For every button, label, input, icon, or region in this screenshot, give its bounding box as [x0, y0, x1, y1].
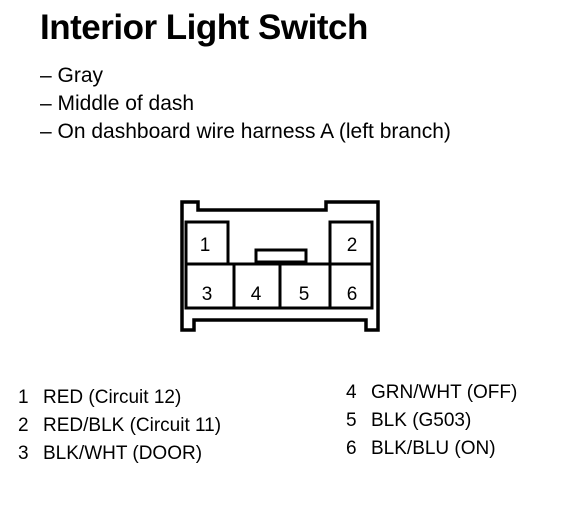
- note-location: – Middle of dash: [40, 92, 195, 115]
- pin-entry: 4 GRN/WHT (OFF): [346, 379, 517, 407]
- pin-wire: RED (Circuit 12): [43, 387, 182, 408]
- pin-label-3: 3: [202, 284, 213, 305]
- pin-list-right: 4 GRN/WHT (OFF) 5 BLK (G503) 6 BLK/BLU (ON): [346, 379, 517, 463]
- pin-number: 1: [18, 387, 29, 408]
- pin-label-6: 6: [347, 284, 358, 305]
- pin-entry: 2 RED/BLK (Circuit 11): [18, 412, 221, 440]
- note-harness: – On dashboard wire harness A (left bran…: [40, 120, 451, 143]
- pin-number: 4: [346, 382, 357, 403]
- pin-entry: 5 BLK (G503): [346, 407, 517, 435]
- pin-entry: 6 BLK/BLU (ON): [346, 435, 517, 463]
- pin-number: 6: [346, 438, 357, 459]
- pin-label-5: 5: [299, 284, 310, 305]
- pin-wire: BLK (G503): [371, 410, 472, 431]
- pin-entry: 1 RED (Circuit 12): [18, 384, 221, 412]
- page-title: Interior Light Switch: [40, 8, 368, 47]
- pin-wire: BLK/BLU (ON): [371, 438, 496, 459]
- pin-number: 3: [18, 443, 29, 464]
- pin-wire: BLK/WHT (DOOR): [43, 443, 203, 464]
- pin-wire: RED/BLK (Circuit 11): [43, 415, 222, 436]
- connector-notes: – Gray – Middle of dash – On dashboard w…: [40, 62, 451, 146]
- pin-entry: 3 BLK/WHT (DOOR): [18, 440, 221, 468]
- pin-cell-6: [328, 262, 374, 310]
- note-color: – Gray: [40, 64, 104, 87]
- pin-label-4: 4: [251, 284, 262, 305]
- connector-housing: [180, 200, 380, 332]
- connector-diagram: 1 2 3 4 5 6: [180, 200, 380, 332]
- locking-tab: [254, 248, 308, 264]
- pin-number: 2: [18, 415, 29, 436]
- pin-number: 5: [346, 410, 357, 431]
- pin-wire: GRN/WHT (OFF): [371, 382, 518, 403]
- pin-label-2: 2: [347, 235, 358, 256]
- pin-label-1: 1: [200, 235, 211, 256]
